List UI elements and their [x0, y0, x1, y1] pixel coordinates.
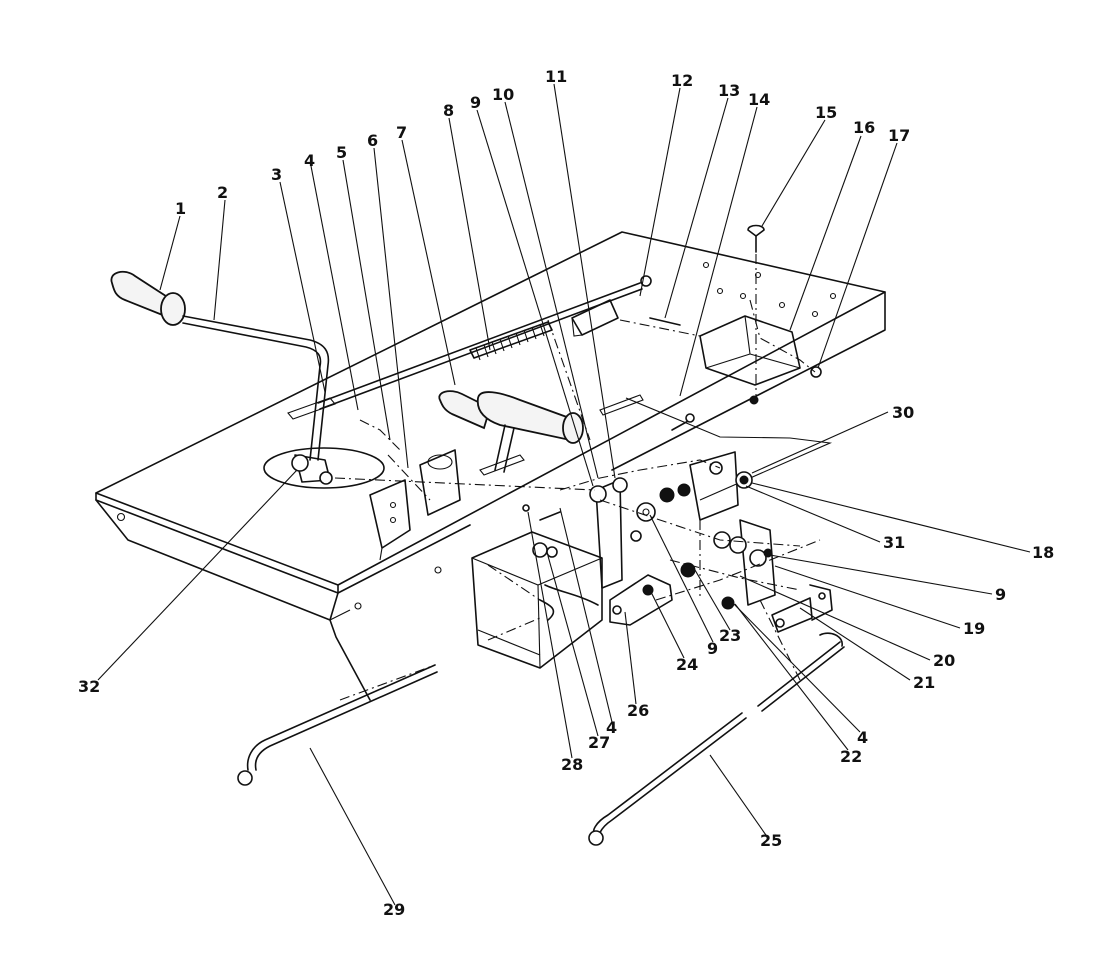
leader-lines: [97, 83, 1031, 906]
right-linkage: [522, 413, 833, 633]
callout-4-right: 4: [857, 728, 868, 747]
callout-11: 11: [545, 67, 567, 86]
callout-14: 14: [748, 90, 770, 109]
callout-12: 12: [671, 71, 693, 90]
left-lever-bracket: [369, 479, 411, 561]
callout-9: 9: [470, 93, 481, 112]
callout-23: 23: [719, 626, 741, 645]
callout-21: 21: [913, 673, 935, 692]
callout-labels: 1 2 3 4 5 6 7 8 9 10 11 12 13 14 15 16 1…: [78, 67, 1054, 919]
nut-17: [810, 366, 822, 378]
rod-29: [237, 664, 438, 786]
callout-18: 18: [1032, 543, 1054, 562]
callout-29: 29: [383, 900, 405, 919]
callout-8: 8: [443, 101, 454, 120]
callout-19: 19: [963, 619, 985, 638]
callout-13: 13: [718, 81, 740, 100]
spring-rod: [317, 275, 652, 410]
screw-15: [747, 224, 765, 253]
callout-15: 15: [815, 103, 837, 122]
callout-16: 16: [853, 118, 875, 137]
callout-1: 1: [175, 199, 186, 218]
callout-30: 30: [892, 403, 914, 422]
callout-9-right: 9: [995, 585, 1006, 604]
callout-3: 3: [271, 165, 282, 184]
cable: [487, 584, 599, 641]
callout-6: 6: [367, 131, 378, 150]
control-panel: [95, 231, 886, 701]
callout-9-lower: 9: [707, 639, 718, 658]
callout-24: 24: [676, 655, 698, 674]
callout-5: 5: [336, 143, 347, 162]
callout-28: 28: [561, 755, 583, 774]
callout-27: 27: [588, 733, 610, 752]
callout-17: 17: [888, 126, 910, 145]
callout-25: 25: [760, 831, 782, 850]
bracket-16: [699, 315, 801, 386]
callout-4-lower: 4: [606, 718, 617, 737]
assembly-lines: [334, 254, 821, 701]
nut: [749, 395, 759, 405]
rod-25: [588, 632, 845, 846]
callout-7: 7: [396, 123, 407, 142]
center-lever-bracket: [419, 449, 461, 516]
callout-31: 31: [883, 533, 905, 552]
callout-26: 26: [627, 701, 649, 720]
callout-22: 22: [840, 747, 862, 766]
callout-32: 32: [78, 677, 100, 696]
callout-4: 4: [304, 151, 315, 170]
left-control-lever: [110, 270, 333, 485]
callout-10: 10: [492, 85, 514, 104]
callout-2: 2: [217, 183, 228, 202]
bracket-12: [571, 299, 681, 337]
center-control-lever: [438, 390, 584, 473]
callout-20: 20: [933, 651, 955, 670]
